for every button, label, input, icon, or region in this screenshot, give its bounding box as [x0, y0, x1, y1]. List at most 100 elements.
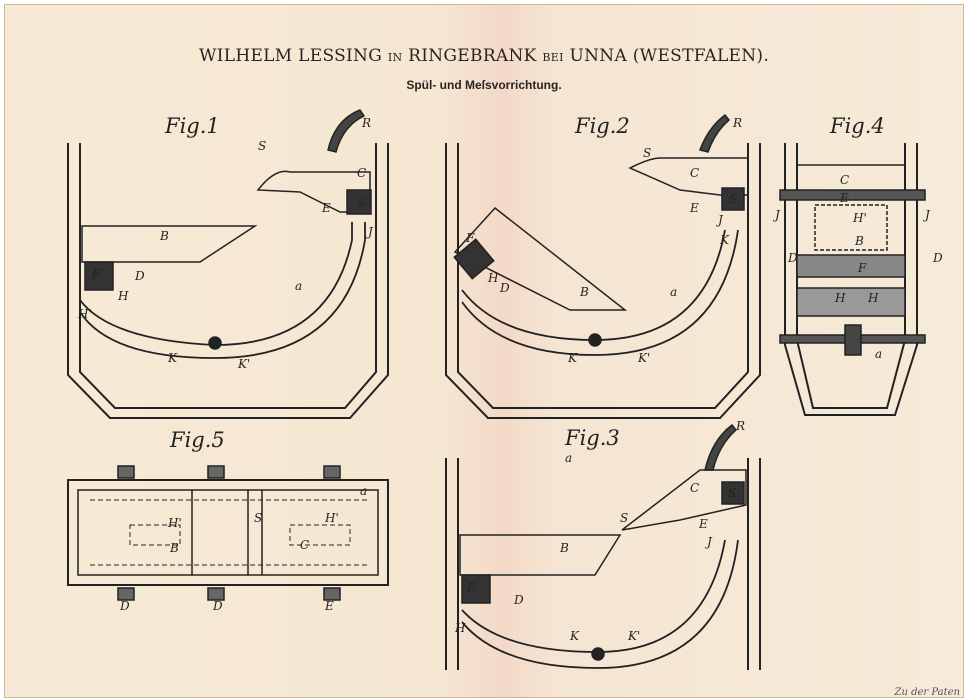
figure-3-part-label: K' — [627, 629, 640, 643]
figure-1-title: Fig.1 — [164, 114, 220, 138]
figure-5-part-label: E — [324, 599, 334, 613]
figure-1-part-label: S — [258, 139, 266, 153]
patent-header: WILHELM LESSING IN RINGEBRANK BEI UNNA (… — [0, 46, 968, 66]
figure-3-part-label: E — [698, 517, 708, 531]
figure-2-part-label: K — [567, 351, 578, 365]
fig5-inner — [77, 489, 379, 576]
figure-1-part-label: D — [134, 269, 145, 283]
fig2-tray-b — [453, 206, 628, 311]
fig1-block-s — [346, 189, 372, 215]
header-place: RINGEBRANK — [408, 46, 537, 66]
fig1-pivot — [208, 336, 222, 350]
figure-5-part-label: B — [169, 541, 179, 555]
fig5-frame — [67, 479, 389, 586]
figure-3-part-label: S — [728, 486, 736, 500]
figure-2 — [445, 113, 761, 419]
patent-subtitle: Spül- und Meſsvorrichtung. — [406, 78, 562, 92]
figure-2-part-label: H — [487, 271, 499, 285]
figure-4-part-label: D — [932, 251, 943, 265]
figure-4-title: Fig.4 — [829, 114, 885, 138]
figure-1-part-label: H' — [77, 307, 92, 321]
fig4-tray-b — [814, 204, 888, 251]
figure-3-part-label: H — [454, 621, 466, 635]
figure-3-part-label: a — [565, 451, 572, 465]
inventor-name: WILHELM LESSING — [198, 46, 383, 66]
figure-2-part-label: S — [643, 146, 651, 160]
figure-4-part-label: H — [867, 291, 879, 305]
fig4-hinge — [844, 324, 862, 356]
figure-5-title: Fig.5 — [169, 428, 225, 452]
figure-1-part-label: C — [357, 166, 366, 180]
figure-4-part-label: H — [834, 291, 846, 305]
figure-4-part-label: H' — [852, 211, 867, 225]
fig5-bolts — [117, 465, 341, 601]
figure-2-title: Fig.2 — [574, 114, 630, 138]
fig2-block-f — [453, 238, 495, 280]
figure-3-part-label: C — [690, 481, 699, 495]
fig4-bolt-top — [779, 189, 926, 201]
figure-2-part-label: J — [715, 213, 724, 227]
figure-4-part-label: F — [857, 261, 867, 275]
figure-4-part-label: B — [854, 234, 864, 248]
figure-2-part-label: a — [670, 285, 677, 299]
figure-5-part-label: D — [119, 599, 130, 613]
fig2-container — [445, 143, 761, 419]
header-region: (WESTFALEN). — [632, 46, 770, 66]
figure-2-part-label: C — [690, 166, 699, 180]
figure-3-part-label: F — [466, 581, 476, 595]
fig5-hidden-lines — [90, 499, 370, 566]
figure-2-part-label: K — [719, 233, 730, 247]
figure-1-part-label: F — [91, 267, 101, 281]
figure-1-part-label: K — [167, 351, 178, 365]
fig2-inlet-r — [699, 113, 731, 153]
fig3-block-s — [721, 481, 745, 505]
fig3-pivot — [591, 647, 605, 661]
footer-note: Zu der Paten — [894, 687, 960, 698]
header-in: IN — [387, 51, 403, 64]
fig3-block-f — [461, 574, 491, 604]
fig1-pipe — [79, 222, 366, 359]
header-bei: BEI — [542, 51, 564, 64]
figure-5-part-label: H' — [324, 511, 339, 525]
fig4-container — [784, 143, 918, 416]
figure-4-part-label: E — [839, 191, 849, 205]
figure-3-title: Fig.3 — [564, 426, 620, 450]
header-city: UNNA — [569, 46, 628, 66]
figure-3-part-label: D — [513, 593, 524, 607]
fig3-inlet-r — [704, 423, 738, 471]
figure-2-part-label: E — [689, 201, 699, 215]
figure-4-part-label: D — [787, 251, 798, 265]
figure-1 — [67, 109, 389, 419]
figure-1-part-label: B — [159, 229, 169, 243]
figure-3-part-label: K — [569, 629, 580, 643]
fig3-tray-c — [621, 469, 747, 531]
fig1-inlet-r — [327, 109, 366, 153]
figure-4-part-label: J — [772, 208, 781, 222]
figure-1-part-label: E — [321, 201, 331, 215]
figure-2-part-label: R — [732, 116, 742, 130]
figure-5 — [67, 465, 389, 601]
figure-4-part-label: a — [875, 347, 882, 361]
fig4-block-h — [796, 287, 906, 317]
fig4-block-f — [796, 254, 906, 278]
figure-5-part-label: a — [360, 484, 367, 498]
figure-1-part-label: H — [117, 289, 129, 303]
fig2-block-s — [721, 187, 745, 211]
figure-5-part-label: C — [300, 538, 309, 552]
figure-2-part-label: S — [729, 192, 737, 206]
figure-2-part-label: D — [499, 281, 510, 295]
figure-2-part-label: K' — [637, 351, 650, 365]
figure-4 — [779, 143, 926, 416]
fig5-dividers — [191, 490, 263, 575]
fig1-container — [67, 143, 389, 419]
figure-3-part-label: J — [704, 535, 713, 549]
figure-5-part-label: S — [254, 511, 262, 525]
figure-4-part-label: C — [840, 173, 849, 187]
fig1-tray-b — [81, 225, 258, 263]
figure-1-part-label: J — [365, 225, 374, 239]
figure-4-part-label: J — [922, 208, 931, 222]
fig3-tray-b — [459, 534, 622, 576]
figure-3 — [445, 423, 761, 670]
figure-3-part-label: B — [559, 541, 569, 555]
